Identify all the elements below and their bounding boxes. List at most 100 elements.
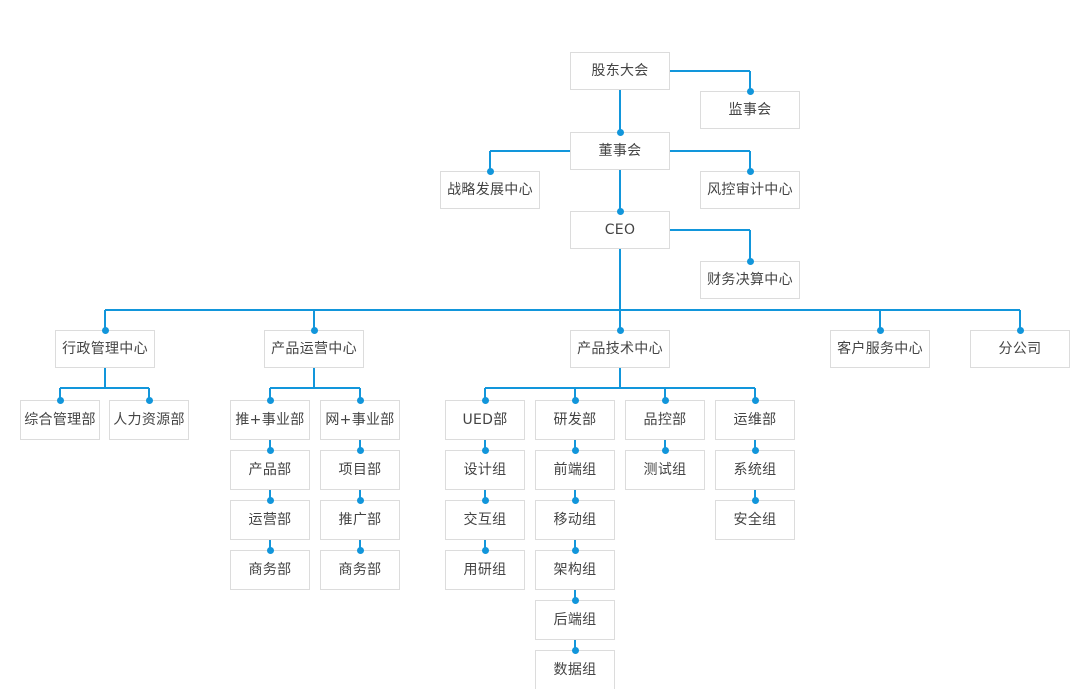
org-node-ued[interactable]: UED部 (445, 400, 525, 440)
org-node-interaction[interactable]: 交互组 (445, 500, 525, 540)
org-node-label: 商务部 (248, 562, 292, 578)
org-node-label: 用研组 (463, 562, 507, 578)
connector-dot-board (616, 128, 624, 136)
org-node-label: 测试组 (643, 462, 687, 478)
org-node-label: 运营部 (248, 512, 292, 528)
org-node-security[interactable]: 安全组 (715, 500, 795, 540)
connector-dot-strategy (486, 167, 494, 175)
org-node-prodops[interactable]: 产品运营中心 (264, 330, 364, 368)
connector-dot-tuiplus (266, 396, 274, 404)
connector-dot-frontend (571, 446, 579, 454)
org-node-label: 移动组 (553, 512, 597, 528)
org-node-label: 风控审计中心 (707, 182, 793, 198)
org-node-qa[interactable]: 品控部 (625, 400, 705, 440)
connector-dot-datateam (571, 646, 579, 654)
org-node-riskaudit[interactable]: 风控审计中心 (700, 171, 800, 209)
org-node-supervisors[interactable]: 监事会 (700, 91, 800, 129)
connector-dot-supervisors (746, 87, 754, 95)
connector-dot-promotion (356, 496, 364, 504)
org-node-label: 安全组 (733, 512, 777, 528)
org-node-label: 推+事业部 (235, 412, 305, 428)
connector-dot-rnd (571, 396, 579, 404)
org-node-label: 设计组 (463, 462, 507, 478)
org-node-label: 后端组 (553, 612, 597, 628)
org-node-mobile[interactable]: 移动组 (535, 500, 615, 540)
org-node-board[interactable]: 董事会 (570, 132, 670, 170)
org-node-promotion[interactable]: 推广部 (320, 500, 400, 540)
connector-dot-testing (661, 446, 669, 454)
org-node-label: 运维部 (733, 412, 777, 428)
org-node-strategy[interactable]: 战略发展中心 (440, 171, 540, 209)
org-node-label: UED部 (462, 412, 508, 428)
org-node-label: 董事会 (598, 143, 642, 159)
org-node-design[interactable]: 设计组 (445, 450, 525, 490)
org-node-label: 项目部 (338, 462, 382, 478)
org-node-testing[interactable]: 测试组 (625, 450, 705, 490)
org-node-userresearch[interactable]: 用研组 (445, 550, 525, 590)
org-node-product[interactable]: 产品部 (230, 450, 310, 490)
org-node-general[interactable]: 综合管理部 (20, 400, 100, 440)
org-node-label: 商务部 (338, 562, 382, 578)
org-node-system[interactable]: 系统组 (715, 450, 795, 490)
org-node-finance[interactable]: 财务决算中心 (700, 261, 800, 299)
org-node-ceo[interactable]: CEO (570, 211, 670, 249)
connector-dot-business2 (356, 546, 364, 554)
org-node-frontend[interactable]: 前端组 (535, 450, 615, 490)
org-node-operation[interactable]: 运营部 (230, 500, 310, 540)
org-node-label: 架构组 (553, 562, 597, 578)
connector-dot-business1 (266, 546, 274, 554)
org-node-label: 产品技术中心 (577, 341, 663, 357)
org-node-label: 客户服务中心 (837, 341, 923, 357)
org-node-devops[interactable]: 运维部 (715, 400, 795, 440)
org-node-label: 监事会 (728, 102, 772, 118)
org-node-label: 前端组 (553, 462, 597, 478)
connector-dot-ued (481, 396, 489, 404)
connector-dot-operation (266, 496, 274, 504)
connector-dot-prodops (310, 326, 318, 334)
connector-dot-qa (661, 396, 669, 404)
org-node-label: 行政管理中心 (62, 341, 148, 357)
org-node-label: 股东大会 (591, 63, 649, 79)
org-node-label: 研发部 (553, 412, 597, 428)
org-node-prodtech[interactable]: 产品技术中心 (570, 330, 670, 368)
org-node-hr[interactable]: 人力资源部 (109, 400, 189, 440)
org-node-customerserv[interactable]: 客户服务中心 (830, 330, 930, 368)
org-node-business1[interactable]: 商务部 (230, 550, 310, 590)
org-node-backend[interactable]: 后端组 (535, 600, 615, 640)
org-node-label: 产品部 (248, 462, 292, 478)
org-node-label: 推广部 (338, 512, 382, 528)
connector-dot-wangplus (356, 396, 364, 404)
org-node-admin[interactable]: 行政管理中心 (55, 330, 155, 368)
org-node-datateam[interactable]: 数据组 (535, 650, 615, 689)
org-node-wangplus[interactable]: 网+事业部 (320, 400, 400, 440)
org-node-label: 网+事业部 (325, 412, 395, 428)
org-node-architecture[interactable]: 架构组 (535, 550, 615, 590)
org-node-business2[interactable]: 商务部 (320, 550, 400, 590)
org-node-label: 产品运营中心 (271, 341, 357, 357)
connector-dot-userresearch (481, 546, 489, 554)
connector-dot-product (266, 446, 274, 454)
org-node-label: 数据组 (553, 662, 597, 678)
connector-dot-interaction (481, 496, 489, 504)
org-node-branch[interactable]: 分公司 (970, 330, 1070, 368)
org-node-shareholders[interactable]: 股东大会 (570, 52, 670, 90)
connector-dot-riskaudit (746, 167, 754, 175)
connector-dot-branch (1016, 326, 1024, 334)
org-node-label: 财务决算中心 (707, 272, 793, 288)
org-node-label: 交互组 (463, 512, 507, 528)
org-node-label: 综合管理部 (24, 412, 96, 428)
org-node-label: 人力资源部 (113, 412, 185, 428)
connector-dot-backend (571, 596, 579, 604)
connector-dot-design (481, 446, 489, 454)
org-node-label: 系统组 (733, 462, 777, 478)
connector-dot-hr (145, 396, 153, 404)
connector-dot-customerserv (876, 326, 884, 334)
org-node-tuiplus[interactable]: 推+事业部 (230, 400, 310, 440)
org-node-label: 分公司 (998, 341, 1042, 357)
connector-dot-finance (746, 257, 754, 265)
org-node-label: 战略发展中心 (447, 182, 533, 198)
org-node-project[interactable]: 项目部 (320, 450, 400, 490)
connector-dot-system (751, 446, 759, 454)
org-node-rnd[interactable]: 研发部 (535, 400, 615, 440)
